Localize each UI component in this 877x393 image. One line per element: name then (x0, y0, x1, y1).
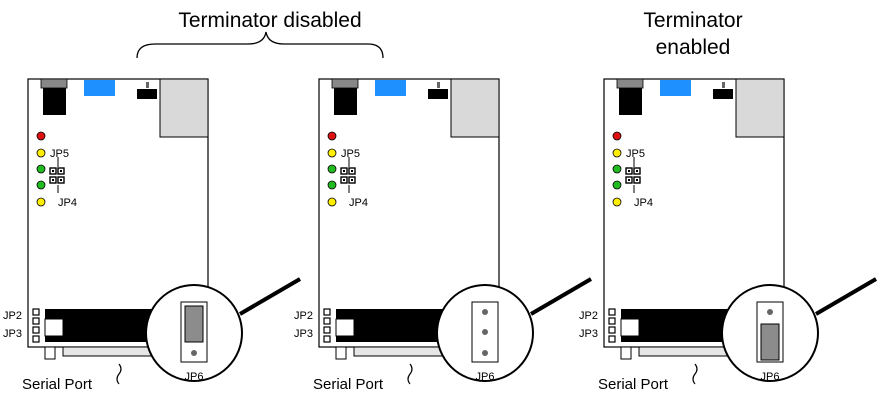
board-3 (602, 77, 877, 386)
label-jp5: JP5 (50, 148, 69, 160)
label-jp5: JP5 (626, 148, 645, 160)
label-jp3: JP3 (579, 328, 598, 340)
jp6-jumper (184, 305, 204, 343)
label-jp2: JP2 (294, 310, 313, 322)
label-jp4: JP4 (634, 197, 653, 209)
label-jp3: JP3 (294, 328, 313, 340)
disabled-bracket (136, 31, 384, 59)
label-serial-port: Serial Port (22, 376, 93, 393)
board-2 (317, 77, 593, 386)
label-serial-port: Serial Port (598, 376, 669, 393)
label-jp6: JP6 (185, 371, 204, 383)
board-1 (26, 77, 302, 386)
label-jp4: JP4 (58, 197, 77, 209)
jp6-pin-1 (767, 309, 773, 315)
jp6-pin-3 (191, 350, 197, 356)
label-jp2: JP2 (3, 310, 22, 322)
jp6-pin-2 (482, 329, 488, 335)
label-jp5: JP5 (341, 148, 360, 160)
heading-terminator-enabled-line2: enabled (656, 36, 731, 59)
jp6-pin-1 (482, 309, 488, 315)
label-serial-port: Serial Port (313, 376, 384, 393)
jp6-pin-3 (482, 350, 488, 356)
board-2-labels: JP5 JP4 JP2 JP3 JP6 Serial Port (294, 148, 494, 393)
label-jp6: JP6 (476, 371, 495, 383)
label-jp6: JP6 (761, 371, 780, 383)
board-3-labels: JP5 JP4 JP2 JP3 JP6 Serial Port (579, 148, 779, 393)
jp6-jumper (760, 323, 780, 361)
heading-terminator-disabled: Terminator disabled (178, 9, 361, 32)
board-1-labels: JP5 JP4 JP2 JP3 JP6 Serial Port (3, 148, 203, 393)
label-jp4: JP4 (349, 197, 368, 209)
heading-terminator-enabled-line1: Terminator (643, 9, 742, 32)
label-jp2: JP2 (579, 310, 598, 322)
label-jp3: JP3 (3, 328, 22, 340)
